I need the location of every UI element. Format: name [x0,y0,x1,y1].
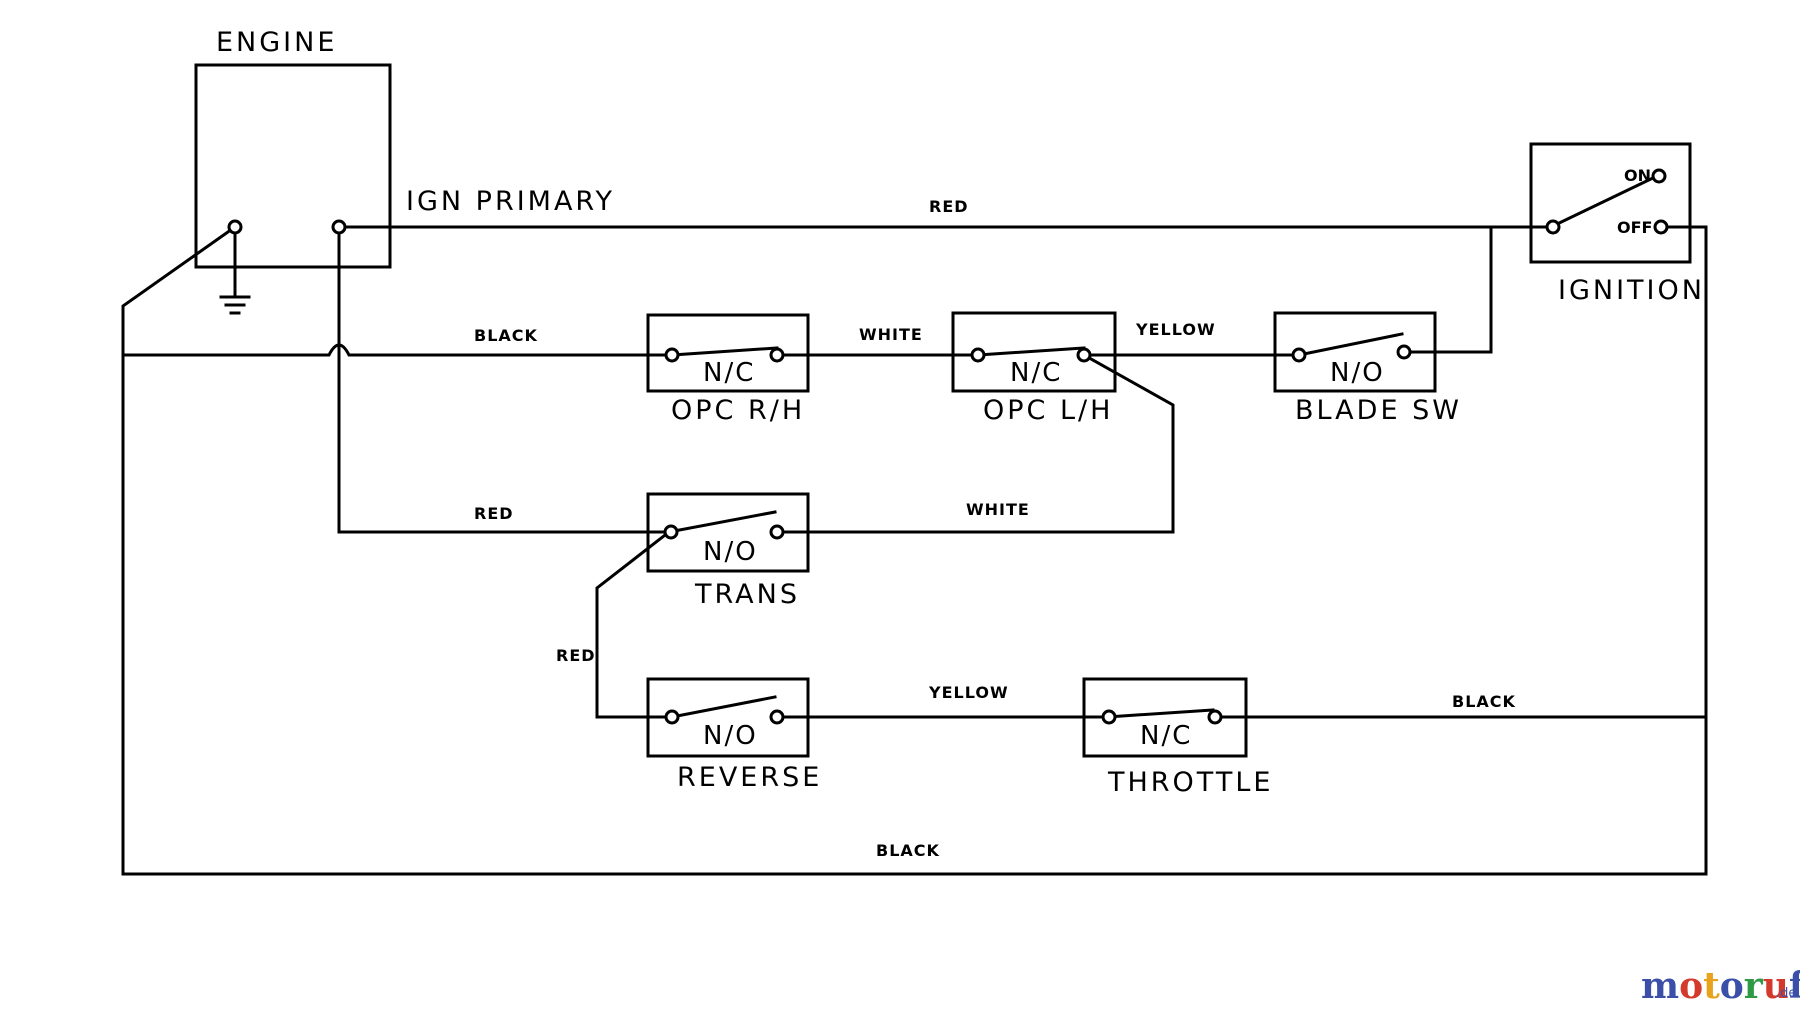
wire-label-red-ign: RED [929,197,969,216]
wire-blade-sw-to-ignition [1401,225,1493,354]
reverse-state: N/O [703,721,758,751]
wire-label-yellow-blade: YELLOW [1135,320,1216,339]
switch-opc-rh: N/C OPC R/H [646,313,810,426]
switch-trans: N/O TRANS [646,492,810,610]
wire-label-red-trans: RED [474,504,514,523]
watermark-suffix: .de [1776,986,1796,1001]
wire-engine-ground-diagonal [121,224,238,876]
wire-ignition-off-to-right-rail [1659,225,1708,876]
opc-lh-label: OPC L/H [983,395,1113,426]
watermark-logo: motoruf .de [1641,965,1800,1007]
trans-state: N/O [703,537,758,567]
wire-label-white-trans: WHITE [966,500,1030,519]
trans-label: TRANS [694,579,800,610]
ignition-switch: ON OFF IGNITION [1529,142,1705,306]
wire-ign-primary-to-trans [337,225,671,534]
wire-label-yellow-throttle: YELLOW [928,683,1009,702]
wire-label-black-throttle: BLACK [1452,692,1516,711]
reverse-label: REVERSE [677,762,822,793]
throttle-label: THROTTLE [1107,767,1273,798]
opc-lh-state: N/C [1010,358,1062,388]
blade-sw-label: BLADE SW [1295,395,1462,426]
engine-label: ENGINE [216,27,337,58]
ignition-box [1529,142,1692,264]
ignition-on-label: ON [1624,166,1651,185]
throttle-state: N/C [1140,721,1192,751]
ignition-off-terminal [1653,219,1669,235]
switch-throttle: N/C THROTTLE [1082,677,1273,798]
engine-ground-terminal [227,219,243,235]
ignition-off-label: OFF [1617,218,1652,237]
blade-sw-state: N/O [1330,358,1385,388]
wire-ground-to-opc-rh [121,343,674,357]
wire-trans-to-reverse [595,529,674,719]
ignition-label: IGNITION [1558,275,1705,306]
ignition-switch-arm [1550,173,1660,229]
switch-blade-sw: N/O BLADE SW [1273,311,1462,426]
ignition-common-terminal [1545,219,1561,235]
wire-label-black-ground: BLACK [474,326,538,345]
engine: ENGINE IGN PRIMARY [194,27,615,315]
wire-trans-to-opc-lh [775,352,1175,534]
watermark-wordmark: motoruf [1641,965,1800,1007]
engine-box [194,63,392,269]
wire-labels: RED BLACK WHITE YELLOW RED WHITE RED YEL… [474,197,1516,860]
wire-label-black-bottom: BLACK [876,841,940,860]
wires [121,224,1708,876]
ignition-on-terminal [1651,168,1667,184]
opc-rh-state: N/C [703,358,755,388]
engine-ign-primary-terminal [331,219,347,235]
ign-primary-label: IGN PRIMARY [406,186,615,217]
wire-label-white-opc: WHITE [859,325,923,344]
wire-label-red-reverse: RED [556,646,596,665]
ground-symbol-icon [219,295,251,315]
opc-rh-label: OPC R/H [671,395,805,426]
switch-opc-lh: N/C OPC L/H [951,311,1117,426]
switch-reverse: N/O REVERSE [646,677,822,793]
